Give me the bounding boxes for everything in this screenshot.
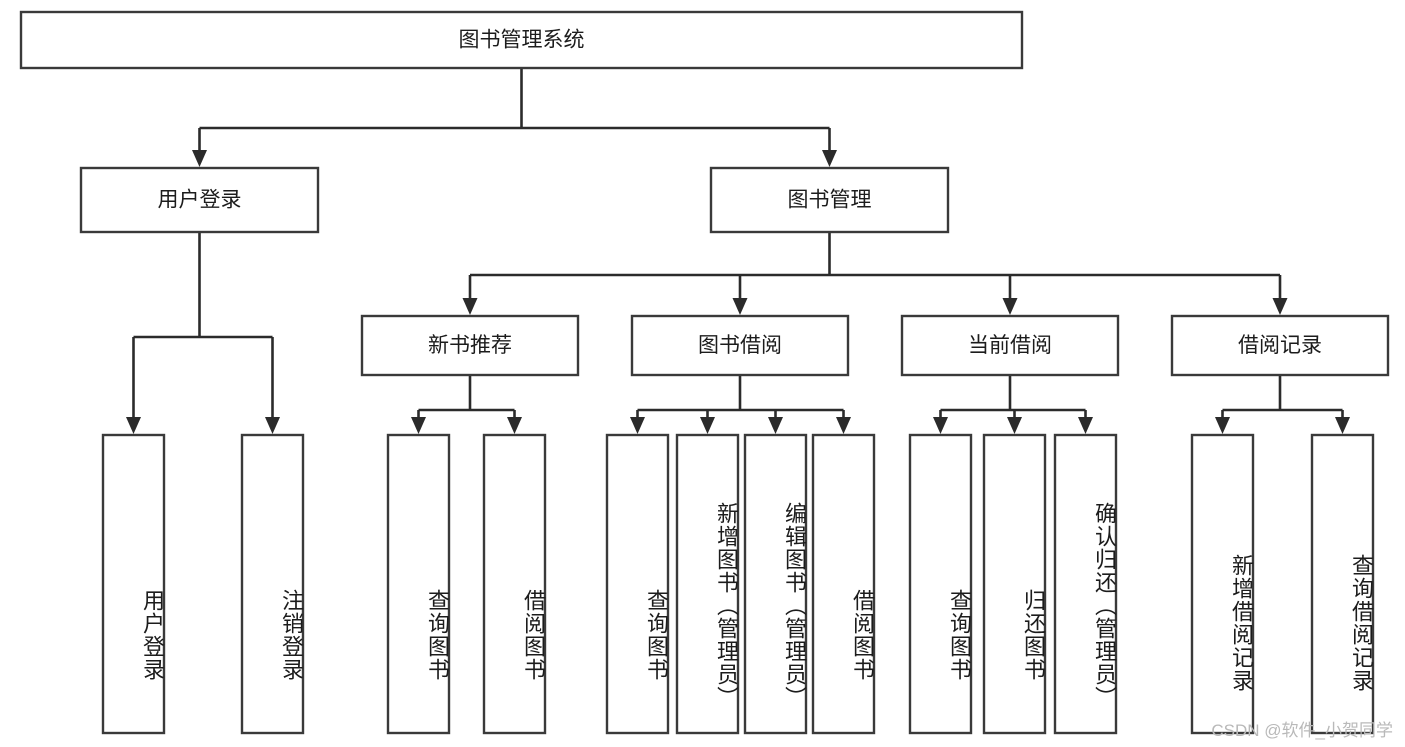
connectors-layer xyxy=(126,68,1350,434)
node-label-book-borrow: 图书借阅 xyxy=(698,334,782,357)
node-box-user-login[interactable] xyxy=(79,166,320,234)
arrow-head-icon xyxy=(265,417,280,434)
node-box-leaf-user-login[interactable] xyxy=(101,433,166,735)
node-box-leaf-query-book-1[interactable] xyxy=(386,433,451,735)
node-box-book-manage[interactable] xyxy=(709,166,950,234)
node-box-root[interactable] xyxy=(19,10,1024,70)
arrow-head-icon xyxy=(768,417,783,434)
node-box-leaf-borrow-book-2[interactable] xyxy=(811,433,876,735)
node-box-leaf-add-book[interactable] xyxy=(675,433,740,735)
arrow-head-icon xyxy=(933,417,948,434)
arrow-head-icon xyxy=(836,417,851,434)
node-box-leaf-add-record[interactable] xyxy=(1190,433,1255,735)
arrow-head-icon xyxy=(1215,417,1230,434)
node-box-borrow-record[interactable] xyxy=(1170,314,1390,377)
arrow-head-icon xyxy=(700,417,715,434)
arrow-head-icon xyxy=(411,417,426,434)
arrow-head-icon xyxy=(462,298,478,315)
node-box-current-borrow[interactable] xyxy=(900,314,1120,377)
arrow-head-icon xyxy=(1002,298,1018,315)
node-box-book-borrow[interactable] xyxy=(630,314,850,377)
node-box-leaf-borrow-book-1[interactable] xyxy=(482,433,547,735)
boxes-layer xyxy=(19,10,1390,735)
arrow-head-icon xyxy=(192,150,207,167)
node-box-leaf-edit-book[interactable] xyxy=(743,433,808,735)
node-box-leaf-query-book-3[interactable] xyxy=(908,433,973,735)
arrow-head-icon xyxy=(507,417,522,434)
node-label-new-book-rec: 新书推荐 xyxy=(428,334,512,357)
node-label-current-borrow: 当前借阅 xyxy=(968,334,1052,357)
arrow-head-icon xyxy=(732,298,748,315)
arrow-head-icon xyxy=(1335,417,1350,434)
node-label-book-manage: 图书管理 xyxy=(788,189,872,212)
node-label-user-login: 用户登录 xyxy=(158,189,242,212)
arrow-head-icon xyxy=(126,417,141,434)
node-box-leaf-query-record[interactable] xyxy=(1310,433,1375,735)
arrow-head-icon xyxy=(1078,417,1093,434)
node-box-leaf-return-book[interactable] xyxy=(982,433,1047,735)
node-box-leaf-logout[interactable] xyxy=(240,433,305,735)
node-box-new-book-rec[interactable] xyxy=(360,314,580,377)
node-box-leaf-confirm-return[interactable] xyxy=(1053,433,1118,735)
node-label-borrow-record: 借阅记录 xyxy=(1238,334,1322,357)
node-box-leaf-query-book-2[interactable] xyxy=(605,433,670,735)
arrow-head-icon xyxy=(630,417,645,434)
node-label-root: 图书管理系统 xyxy=(459,29,585,52)
arrow-head-icon xyxy=(822,150,837,167)
arrow-head-icon xyxy=(1007,417,1022,434)
arrow-head-icon xyxy=(1272,298,1288,315)
csdn-watermark: CSDN @软件_小贺同学 xyxy=(1211,721,1393,740)
